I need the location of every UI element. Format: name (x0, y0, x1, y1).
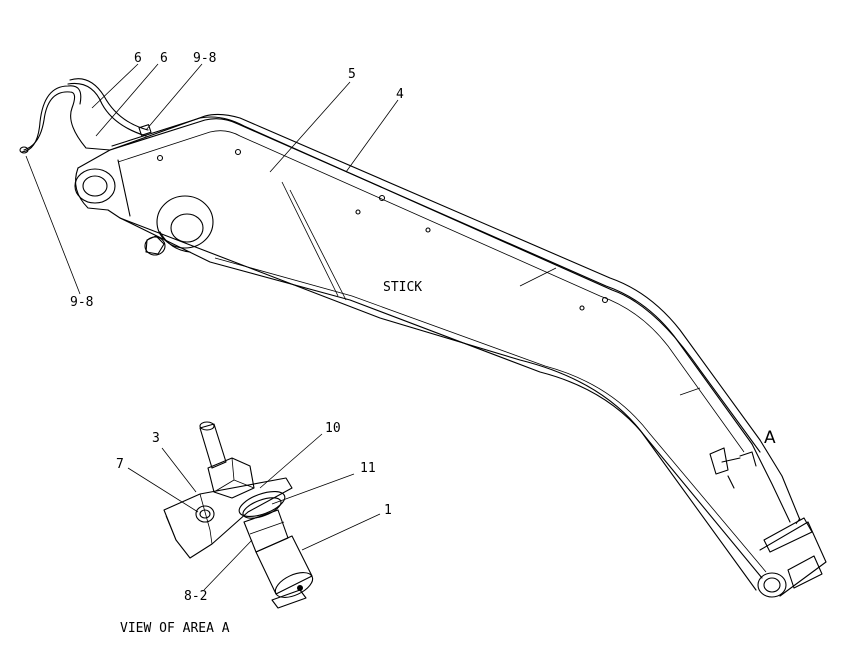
right-pin-boss (757, 517, 827, 598)
view-caption: VIEW OF AREA A (120, 621, 230, 636)
callout-8-2: 8-2 (184, 589, 207, 604)
stick-assembly (74, 113, 827, 598)
left-pin-boss (74, 167, 116, 211)
callout-6-b: 6 (160, 51, 168, 66)
hose-assembly (19, 78, 152, 154)
area-a-fitting (709, 447, 757, 489)
callout-9-8-left: 9-8 (70, 295, 93, 310)
detail-view-area-a (163, 421, 314, 609)
stick-label: STICK (383, 280, 422, 295)
callout-5: 5 (348, 67, 356, 82)
callout-4: 4 (396, 87, 404, 102)
callout-9-8-top: 9-8 (193, 51, 216, 66)
cylinder-mount (144, 195, 214, 256)
callout-a: A (764, 428, 776, 448)
callout-3: 3 (152, 431, 160, 446)
callout-11: 11 (360, 461, 376, 476)
leader-lines (25, 63, 399, 591)
callout-7: 7 (116, 457, 124, 472)
callout-1: 1 (384, 503, 392, 518)
callout-10: 10 (325, 421, 341, 436)
callout-6-a: 6 (134, 51, 142, 66)
